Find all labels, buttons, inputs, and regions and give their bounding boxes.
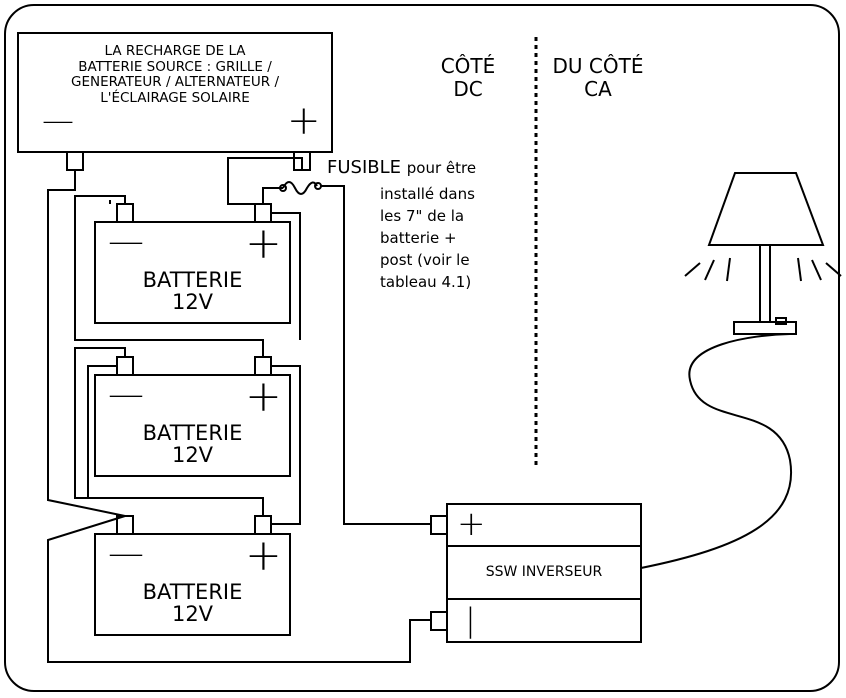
wire-system-negative	[47, 515, 431, 663]
inverter-box	[446, 503, 642, 643]
dc-side-line2: DC	[453, 77, 483, 101]
battery-3-minus: —	[108, 533, 144, 574]
wire-ac-output	[640, 333, 793, 569]
battery-1-plus: +	[245, 218, 282, 269]
charge-source-line2: BATTERIE SOURCE : GRILLE /	[78, 58, 272, 75]
battery-2-neg-terminal	[116, 356, 134, 376]
wire-series-link-1	[74, 195, 264, 357]
ac-side-label: DU CÔTÉ CA	[543, 55, 653, 101]
charge-source-line1: LA RECHARGE DE LA	[104, 43, 246, 59]
battery-3-voltage: 12V	[171, 602, 214, 626]
charge-source-label: LA RECHARGE DE LA BATTERIE SOURCE : GRIL…	[18, 43, 332, 106]
battery-3-plus: +	[245, 530, 282, 581]
wire-series-link-2	[74, 347, 264, 516]
light-ray-icon	[684, 262, 701, 277]
battery-1-case	[94, 221, 291, 324]
battery-2-label: BATTERIE 12V	[95, 422, 290, 466]
inverter-pos-terminal	[430, 515, 448, 535]
fuse-line1: pour être	[406, 159, 477, 177]
charge-source-box	[17, 32, 333, 153]
inverter-plus: +	[457, 504, 486, 544]
battery-3-label: BATTERIE 12V	[95, 581, 290, 625]
wire-parallel-right-1	[271, 212, 301, 340]
battery-1-neg-terminal	[116, 203, 134, 223]
fuse-note: installé dans les 7" de la batterie + po…	[380, 183, 475, 293]
wire-to-inverter-positive	[321, 185, 431, 525]
ac-side-line1: DU CÔTÉ	[552, 54, 644, 78]
fuse-line6: tableau 4.1)	[380, 273, 472, 291]
battery-1-label: BATTERIE 12V	[95, 269, 290, 313]
battery-2-voltage: 12V	[171, 443, 214, 467]
battery-1-voltage: 12V	[171, 290, 214, 314]
battery-2-minus: —	[108, 374, 144, 415]
diagram-frame	[4, 4, 840, 692]
fuse-line4: batterie +	[380, 229, 457, 247]
fuse-line5: post (voir le	[380, 251, 470, 269]
fuse-line2: installé dans	[380, 185, 475, 203]
fuse-line3: les 7" de la	[380, 207, 465, 225]
lamp-icon	[707, 172, 825, 246]
ac-side-line2: CA	[584, 77, 612, 101]
wire-fused-positive	[262, 187, 283, 204]
fuse-icon	[282, 181, 318, 195]
battery-3-name: BATTERIE	[142, 580, 243, 604]
wire-parallel-right-2	[271, 365, 301, 525]
charge-source-neg-terminal	[66, 151, 84, 171]
dc-side-label: CÔTÉ DC	[418, 55, 518, 101]
wire-charger-negative	[47, 170, 126, 517]
inverter-label: SSW INVERSEUR	[485, 564, 603, 580]
battery-2-name: BATTERIE	[142, 421, 243, 445]
wire-parallel-left	[87, 365, 117, 498]
battery-1-minus: —	[108, 221, 144, 262]
wire-charger-positive	[227, 157, 303, 205]
battery-2-plus: +	[245, 371, 282, 422]
dc-side-line1: CÔTÉ	[440, 54, 496, 78]
charge-source-minus: —	[42, 101, 74, 139]
fuse-title: FUSIBLE pour être	[327, 157, 477, 179]
battery-3-case	[94, 533, 291, 636]
charge-source-line4: L'ÉCLAIRAGE SOLAIRE	[100, 89, 250, 106]
inverter-neg-terminal	[430, 611, 448, 631]
fuse-title-text: FUSIBLE	[327, 157, 402, 178]
charge-source-plus: +	[287, 98, 321, 144]
battery-2-case	[94, 374, 291, 477]
battery-1-name: BATTERIE	[142, 268, 243, 292]
charge-source-line3: GENERATEUR / ALTERNATEUR /	[70, 74, 280, 91]
inverter-minus: |	[465, 601, 476, 639]
